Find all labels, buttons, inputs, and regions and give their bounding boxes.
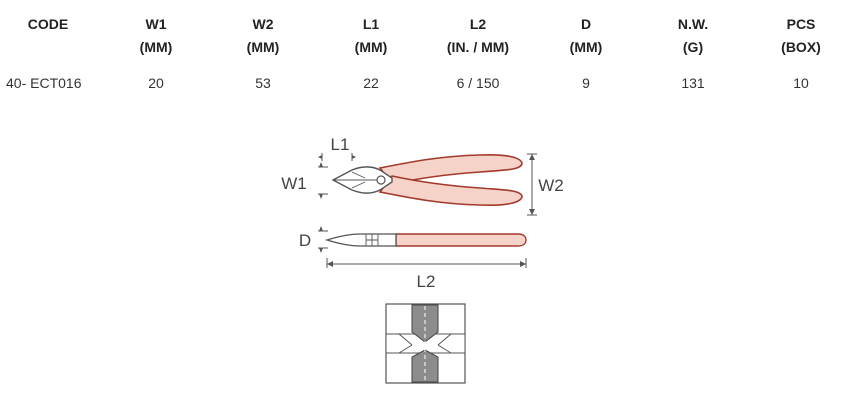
header-nw: N.W.: [677, 16, 709, 32]
cell-l2: 6 / 150: [456, 75, 500, 91]
header-pcs: PCS: [786, 16, 816, 32]
side-head: [324, 233, 397, 247]
l1-dimension: L1: [318, 135, 356, 161]
table-header-row: CODE W1 W2 L1 L2 D N.W. PCS: [0, 14, 856, 34]
cell-nw: 131: [681, 75, 705, 91]
jaw-edge-lines: [351, 171, 366, 189]
upper-handle: [378, 154, 523, 185]
header-l1: L1: [362, 16, 380, 32]
header-w1: W1: [145, 16, 167, 32]
side-handle: [395, 233, 527, 247]
label-w2: W2: [538, 176, 564, 195]
cell-code: 40- ECT016: [6, 75, 82, 91]
l2-dimension: L2: [326, 258, 527, 291]
detail-chamfers: [398, 333, 452, 354]
w1-dimension: W1: [281, 162, 328, 199]
header-l1-unit: (MM): [354, 39, 388, 55]
label-d: D: [299, 231, 311, 250]
cell-w2: 53: [255, 75, 271, 91]
header-pcs-unit: (BOX): [781, 39, 821, 55]
cell-d: 9: [582, 75, 590, 91]
pivot-icon: [376, 175, 386, 185]
header-d: D: [580, 16, 592, 32]
plier-top-view: [331, 154, 523, 206]
header-l2: L2: [469, 16, 487, 32]
plier-side-view: [324, 233, 527, 247]
header-l2-unit: (IN. / MM): [446, 39, 510, 55]
header-w2-unit: (MM): [246, 39, 280, 55]
label-l2: L2: [417, 272, 436, 291]
header-d-unit: (MM): [569, 39, 603, 55]
side-joint-lines: [365, 234, 379, 246]
cell-l1: 22: [363, 75, 379, 91]
lower-handle: [378, 175, 523, 206]
d-dimension: D: [299, 226, 328, 253]
table-header-units-row: (MM) (MM) (MM) (IN. / MM) (MM) (G) (BOX): [0, 37, 856, 57]
header-code: CODE: [27, 16, 69, 32]
cell-pcs: 10: [793, 75, 809, 91]
cutting-edge-detail: [385, 303, 466, 384]
table-row: 40- ECT016 20 53 22 6 / 150 9 131 10: [0, 73, 856, 93]
cell-w1: 20: [148, 75, 164, 91]
label-l1: L1: [331, 135, 350, 154]
header-w2: W2: [252, 16, 274, 32]
label-w1: W1: [281, 174, 307, 193]
header-nw-unit: (G): [682, 39, 704, 55]
w2-dimension: W2: [527, 153, 564, 216]
header-w1-unit: (MM): [139, 39, 173, 55]
